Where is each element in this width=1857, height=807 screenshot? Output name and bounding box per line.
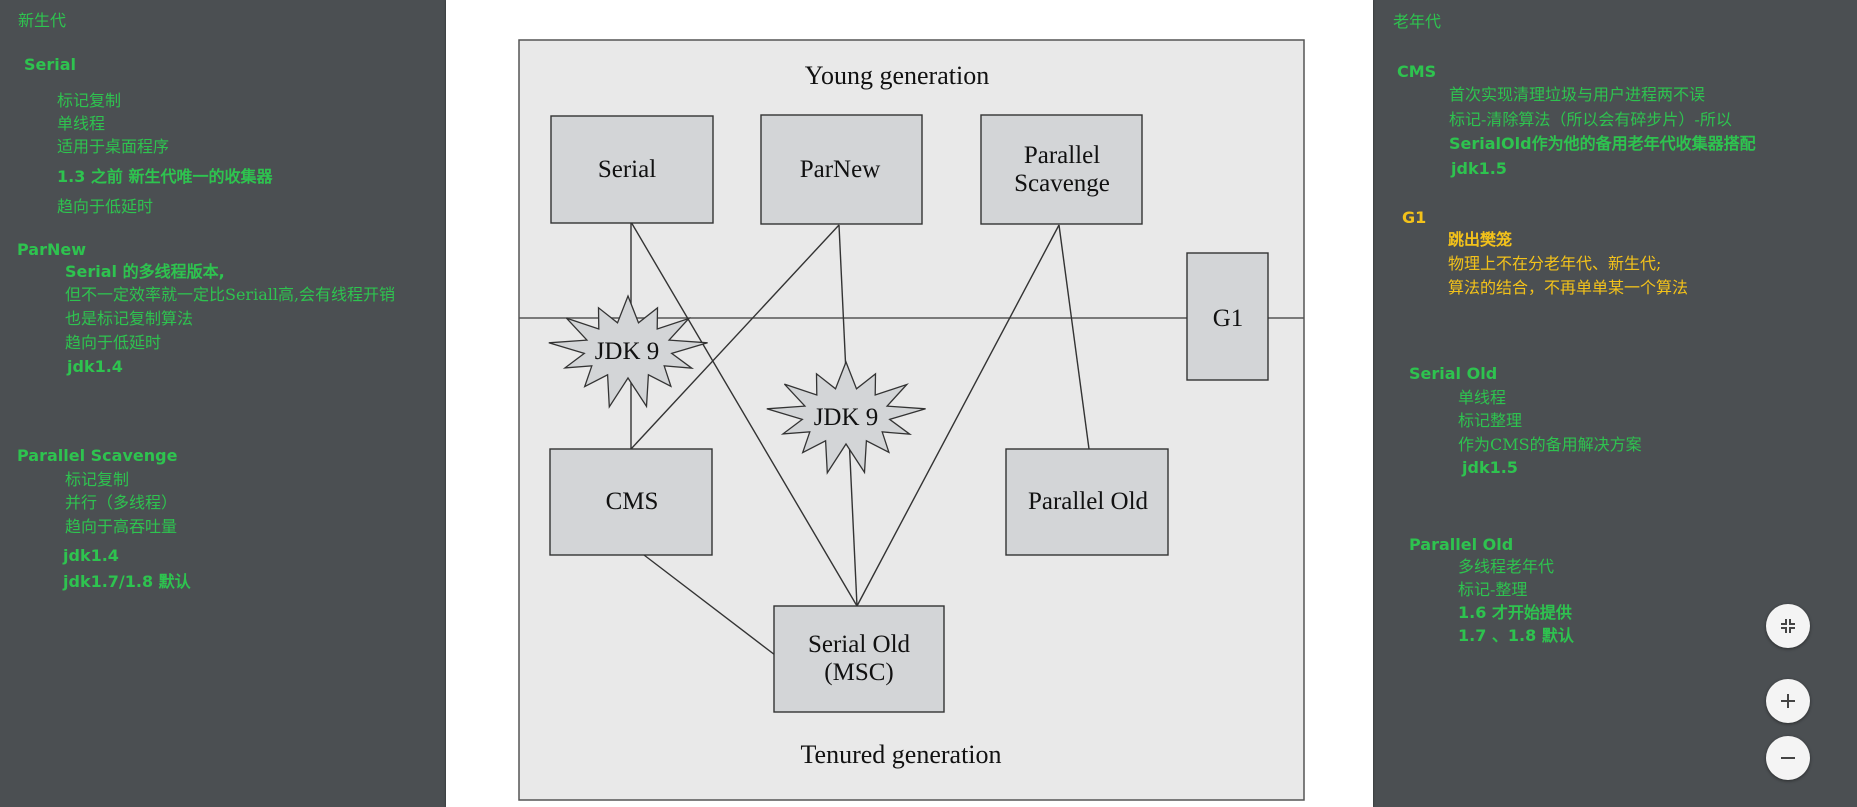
parallel-old-note-1: 多线程老年代 [1458, 557, 1555, 576]
jdk9-star-2: JDK 9 [766, 360, 926, 475]
serial-old-note-4: jdk1.5 [1462, 458, 1518, 477]
parallel-old-title: Parallel Old [1409, 535, 1514, 554]
box-parallel-old-label: Parallel Old [1028, 488, 1149, 515]
parallel-old-note-4: 1.7 、1.8 默认 [1458, 626, 1574, 645]
g1-note-2: 物理上不在分老年代、新生代; [1448, 254, 1662, 273]
serial-old-note-1: 单线程 [1458, 388, 1507, 407]
cms-title: CMS [1397, 62, 1437, 81]
box-g1 [1186, 252, 1269, 381]
young-generation-heading: 新生代 [18, 11, 67, 30]
old-generation-heading: 老年代 [1393, 12, 1442, 31]
parnew-title: ParNew [17, 240, 87, 259]
jdk9-star-1: JDK 9 [548, 294, 708, 409]
parnew-note-4: 趋向于低延时 [65, 333, 162, 352]
zoom-out-button[interactable] [1766, 736, 1810, 780]
line-pscavenge-serial-old [856, 224, 1060, 607]
parallel-scavenge-note-4: jdk1.4 [63, 546, 119, 565]
line-pscavenge-parallel-old [1058, 224, 1090, 450]
parallel-scavenge-note-1: 标记复制 [65, 470, 130, 489]
jdk9-star-1-label: JDK 9 [595, 338, 660, 365]
g1-note-1: 跳出樊笼 [1448, 230, 1513, 249]
box-parallel-scavenge-label-2: Scavenge [1014, 170, 1110, 197]
serial-old-note-2: 标记整理 [1458, 411, 1523, 430]
minus-icon [1781, 757, 1795, 759]
box-cms [549, 448, 713, 556]
parnew-note-3: 也是标记复制算法 [65, 309, 194, 328]
serial-title: Serial [24, 55, 77, 74]
box-parallel-scavenge [980, 114, 1143, 225]
box-cms-label: CMS [606, 488, 659, 515]
document-page: Serial ParNew Parallel Scavenge G1 CMS P… [446, 0, 1373, 807]
serial-old-title: Serial Old [1409, 364, 1498, 383]
box-parnew [760, 114, 923, 225]
cms-note-3: SerialOld作为他的备用老年代收集器搭配 [1449, 134, 1756, 153]
serial-note-2: 单线程 [57, 114, 106, 133]
parnew-note-5: jdk1.4 [67, 357, 123, 376]
box-parnew-label: ParNew [800, 156, 881, 183]
g1-note-3: 算法的结合，不再单单某一个算法 [1448, 278, 1689, 297]
serial-note-3: 适用于桌面程序 [57, 137, 170, 156]
cms-note-2: 标记-清除算法（所以会有碎步片）-所以 [1449, 110, 1732, 129]
box-serial-old-label-2: (MSC) [824, 659, 893, 686]
jdk9-star-2-shape [766, 360, 926, 475]
gc-collectors-diagram: Serial ParNew Parallel Scavenge G1 CMS P… [518, 39, 1305, 801]
line-parnew-cms [630, 224, 840, 450]
box-parallel-scavenge-label-1: Parallel [1024, 142, 1100, 169]
parnew-note-2: 但不一定效率就一定比Seriall高,会有线程开销 [65, 285, 396, 304]
parallel-scavenge-note-3: 趋向于高吞吐量 [65, 517, 178, 536]
parallel-scavenge-title: Parallel Scavenge [17, 446, 178, 465]
collapse-button[interactable] [1766, 604, 1810, 648]
parallel-scavenge-note-5: jdk1.7/1.8 默认 [63, 572, 191, 591]
box-serial-old [773, 605, 945, 713]
parallel-old-note-2: 标记-整理 [1458, 580, 1528, 599]
line-cms-serial-old [643, 554, 776, 656]
zoom-in-button[interactable] [1766, 679, 1810, 723]
tenured-generation-label: Tenured generation [800, 740, 1001, 769]
g1-title: G1 [1402, 208, 1427, 227]
jdk9-star-1-shape [548, 294, 708, 409]
serial-old-note-3: 作为CMS的备用解决方案 [1458, 435, 1642, 454]
serial-note-4: 1.3 之前 新生代唯一的收集器 [57, 167, 273, 186]
box-g1-label: G1 [1213, 305, 1244, 332]
jdk9-star-2-label: JDK 9 [814, 404, 879, 431]
young-generation-label: Young generation [805, 61, 989, 90]
collapse-arrows-icon [1781, 619, 1795, 633]
plus-icon [1781, 694, 1795, 708]
box-serial [550, 115, 714, 224]
line-serial-serial-old [630, 221, 858, 607]
serial-note-1: 标记复制 [57, 91, 122, 110]
box-serial-label: Serial [598, 156, 656, 183]
parallel-scavenge-note-2: 并行（多线程） [65, 493, 178, 512]
cms-note-1: 首次实现清理垃圾与用户进程两不误 [1449, 85, 1706, 104]
box-serial-old-label-1: Serial Old [808, 631, 911, 658]
cms-note-4: jdk1.5 [1451, 159, 1507, 178]
box-parallel-old [1005, 448, 1169, 556]
parallel-old-note-3: 1.6 才开始提供 [1458, 603, 1572, 622]
parnew-note-1: Serial 的多线程版本, [65, 262, 225, 281]
serial-note-5: 趋向于低延时 [57, 197, 154, 216]
